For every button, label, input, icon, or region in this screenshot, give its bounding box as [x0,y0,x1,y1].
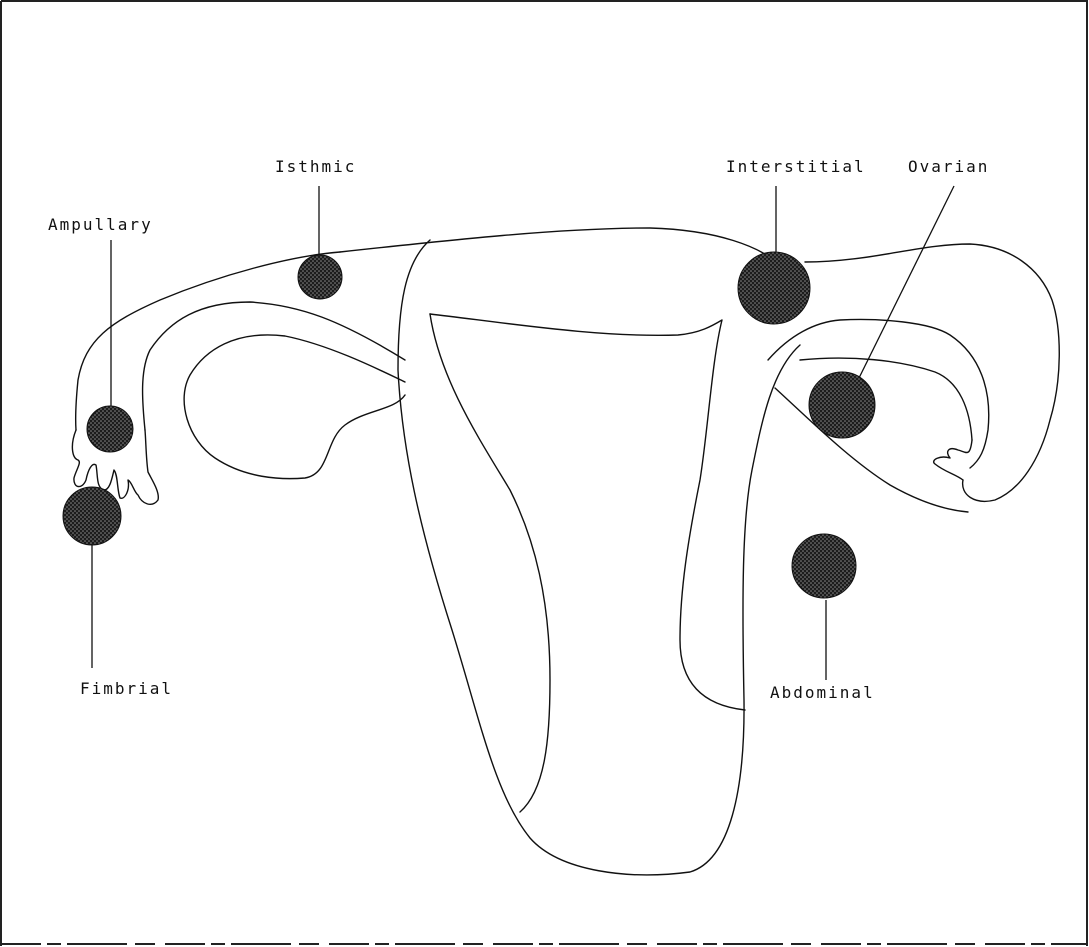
ampullary-site-dot [87,406,133,452]
fimbrial-label: Fimbrial [80,679,173,698]
fimbrial-site-dot [63,487,121,545]
abdominal-site-dot [792,534,856,598]
interstitial-site-dot [738,252,810,324]
right-fimbriae [934,440,972,480]
isthmic-label: Isthmic [275,157,356,176]
isthmic-site-dot [298,255,342,299]
ovarian-leader [857,186,954,382]
interstitial-label: Interstitial [726,157,866,176]
uterus-outer-outline [398,240,800,875]
ovarian-site-dot [809,372,875,438]
ampullary-label: Ampullary [48,215,153,234]
left-ovary [184,335,405,479]
uterine-cavity-left [430,314,550,812]
ectopic-sites [63,252,875,598]
ovarian-label: Ovarian [908,157,989,176]
uterine-cavity-outline [430,314,745,710]
abdominal-label: Abdominal [770,683,875,702]
fundus-line [340,228,776,262]
uterus-anatomy [72,228,1059,875]
left-tube-lower [143,302,405,430]
right-tube-lower [768,320,989,468]
